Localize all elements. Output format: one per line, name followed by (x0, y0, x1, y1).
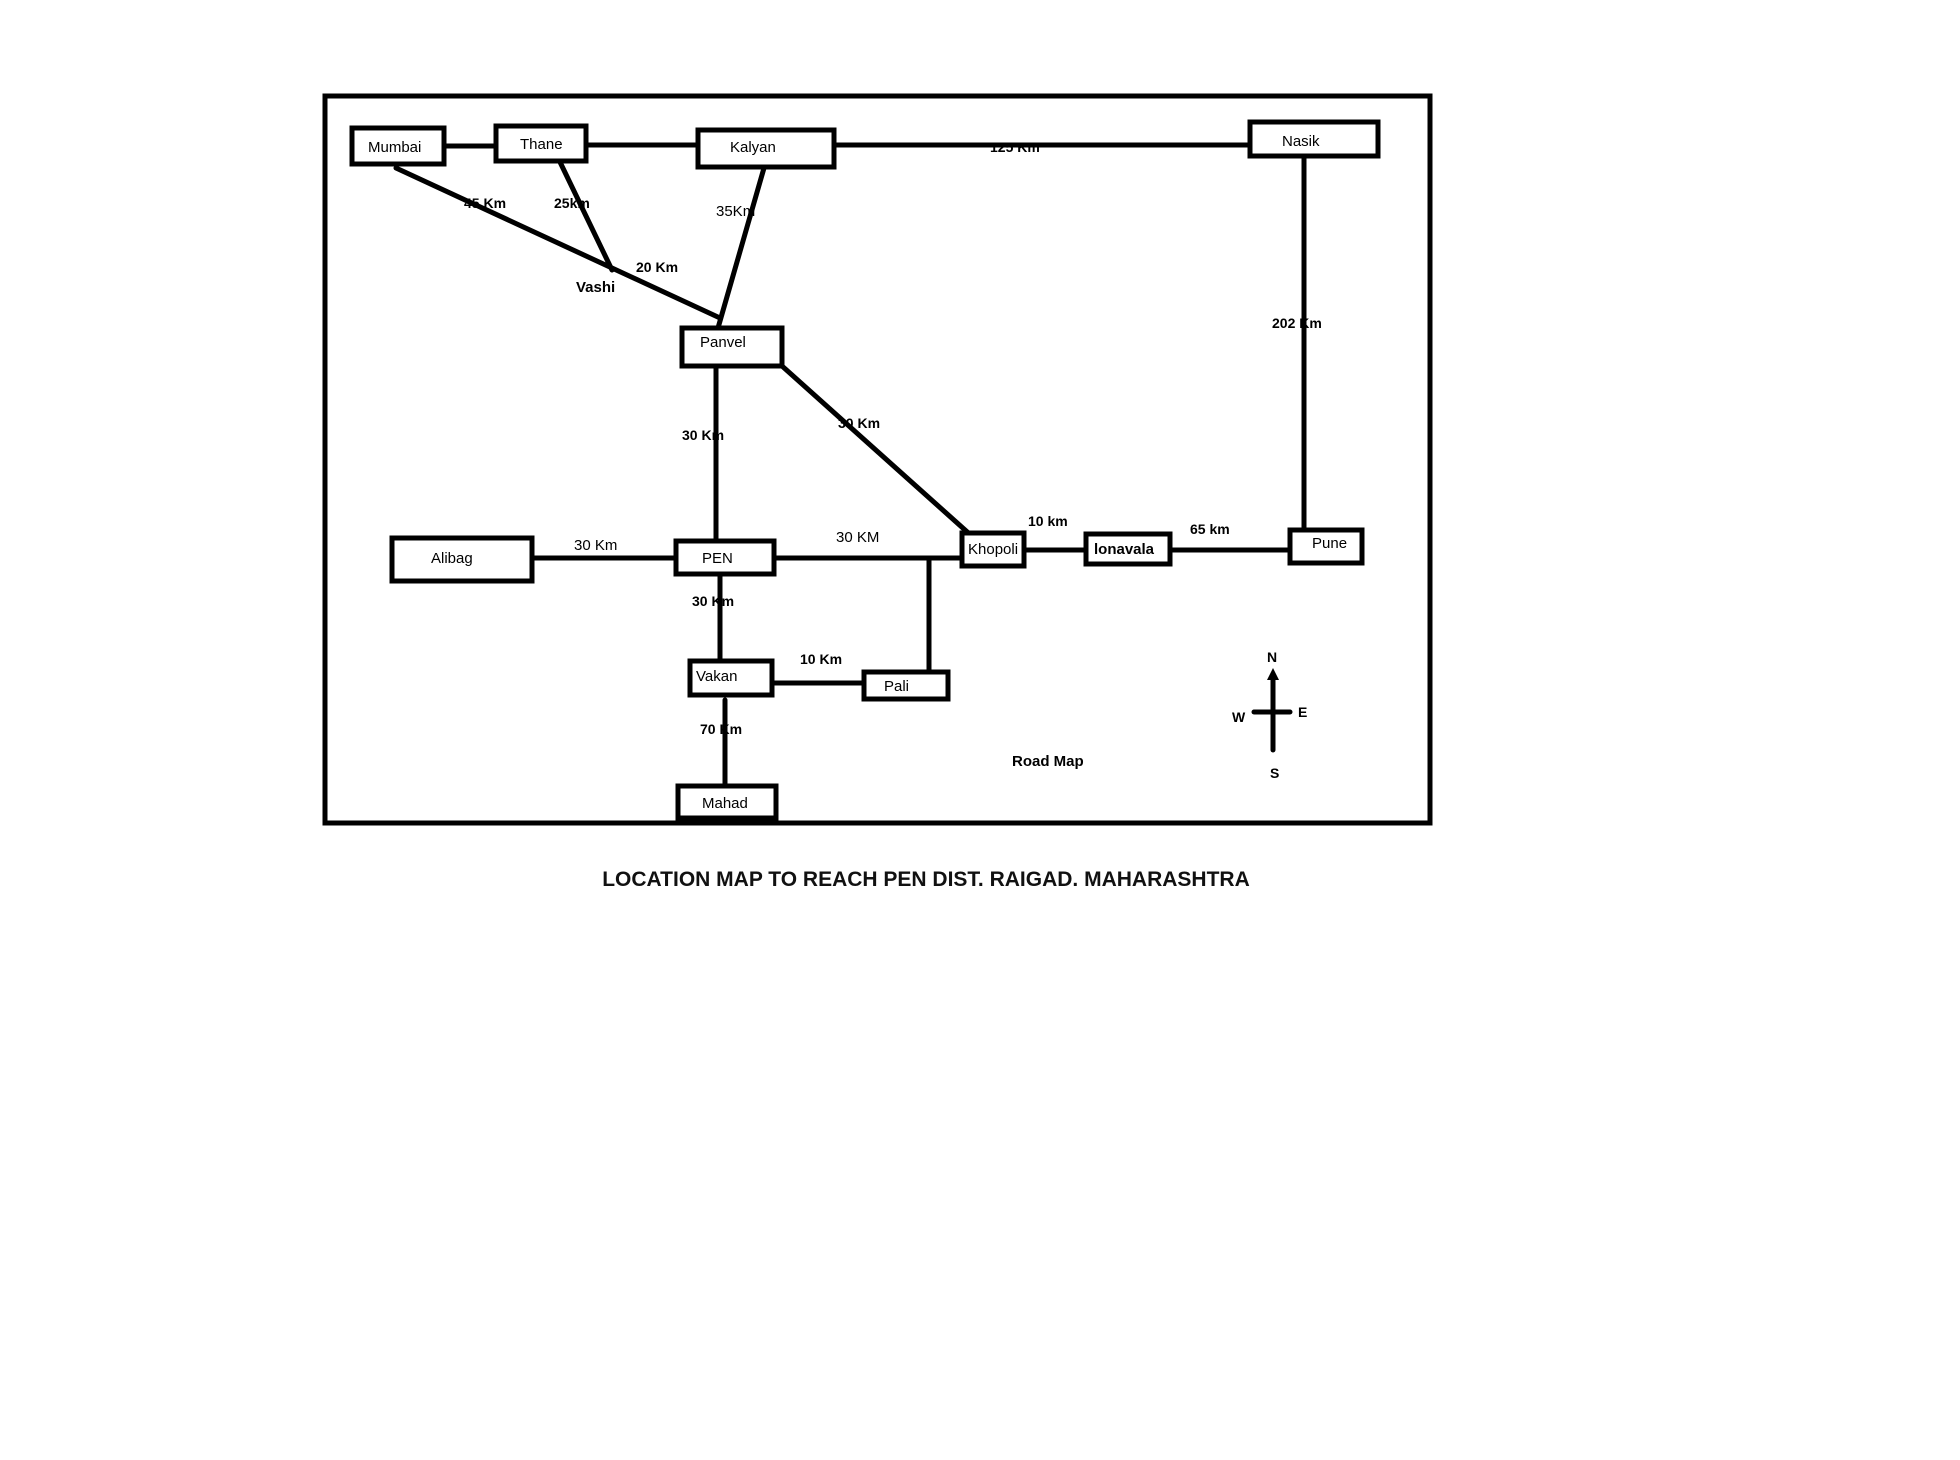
town-pen: PEN (702, 550, 733, 567)
town-box-mumbai (349, 125, 447, 167)
compass-east: E (1298, 704, 1307, 720)
road-panvel-khopoli (779, 363, 977, 541)
distance-panvel-pen: 30 Km (682, 427, 724, 443)
distance-lonavala-pune: 65 km (1190, 521, 1230, 537)
town-box-pen (673, 538, 777, 577)
town-mumbai: Mumbai (368, 139, 421, 156)
distance-labels: 125 Km 45 Km 25km 35Km 20 Km 202 Km 30 K… (464, 139, 1322, 737)
road-map-label: Road Map (1012, 753, 1084, 770)
distance-alibag-pen: 30 Km (574, 537, 617, 554)
town-box-mahad (675, 783, 779, 821)
town-thane: Thane (520, 136, 563, 153)
town-box-kalyan (695, 127, 837, 170)
distance-vakan-mahad: 70 Km (700, 721, 742, 737)
town-vakan: Vakan (696, 668, 737, 685)
town-box-alibag (389, 535, 535, 584)
town-box-nasik (1247, 119, 1381, 159)
distance-nasik-pune: 202 Km (1272, 315, 1322, 331)
compass-north: N (1267, 649, 1277, 665)
distance-thane-vashi: 25km (554, 195, 590, 211)
distance-vakan-pali: 10 Km (800, 651, 842, 667)
town-kalyan: Kalyan (730, 139, 776, 156)
map-caption: LOCATION MAP TO REACH PEN DIST. RAIGAD. … (602, 868, 1250, 891)
town-box-vakan (687, 658, 775, 698)
town-box-pali (861, 669, 951, 702)
town-box-thane (493, 123, 589, 164)
distance-kalyan-panvel: 35Km (716, 203, 755, 220)
distance-khopoli-lonavala: 10 km (1028, 513, 1068, 529)
compass-north-arrow-icon (1267, 668, 1279, 680)
distance-pen-khopoli: 30 KM (836, 529, 879, 546)
town-box-pune (1287, 527, 1365, 566)
distance-mumbai-panvel: 45 Km (464, 195, 506, 211)
town-lonavala: lonavala (1094, 541, 1155, 558)
town-khopoli: Khopoli (968, 541, 1018, 558)
distance-panvel-khopoli: 30 Km (838, 415, 880, 431)
roads (393, 142, 1307, 789)
road-thane-vashi (557, 159, 615, 273)
distance-vashi-panvel: 20 Km (636, 259, 678, 275)
town-alibag: Alibag (431, 550, 473, 567)
town-mahad: Mahad (702, 795, 748, 812)
town-box-khopoli (959, 530, 1027, 569)
town-vashi: Vashi (576, 279, 615, 296)
map-frame (322, 93, 1433, 826)
town-pune: Pune (1312, 535, 1347, 552)
distance-kalyan-nasik: 125 Km (990, 139, 1040, 155)
town-box-lonavala (1083, 531, 1173, 567)
compass-south: S (1270, 765, 1279, 781)
town-nasik: Nasik (1282, 133, 1320, 150)
distance-pen-vakan: 30 Km (692, 593, 734, 609)
town-pali: Pali (884, 678, 909, 695)
town-panvel: Panvel (700, 334, 746, 351)
compass-west: W (1232, 709, 1246, 725)
town-box-panvel (679, 325, 785, 369)
compass-rose: N S E W (1232, 649, 1307, 781)
towns: Mumbai Thane Kalyan Nasik Panvel Vashi A… (349, 119, 1381, 821)
road-mumbai-panvel (393, 165, 723, 321)
road-kalyan-panvel (715, 165, 767, 331)
